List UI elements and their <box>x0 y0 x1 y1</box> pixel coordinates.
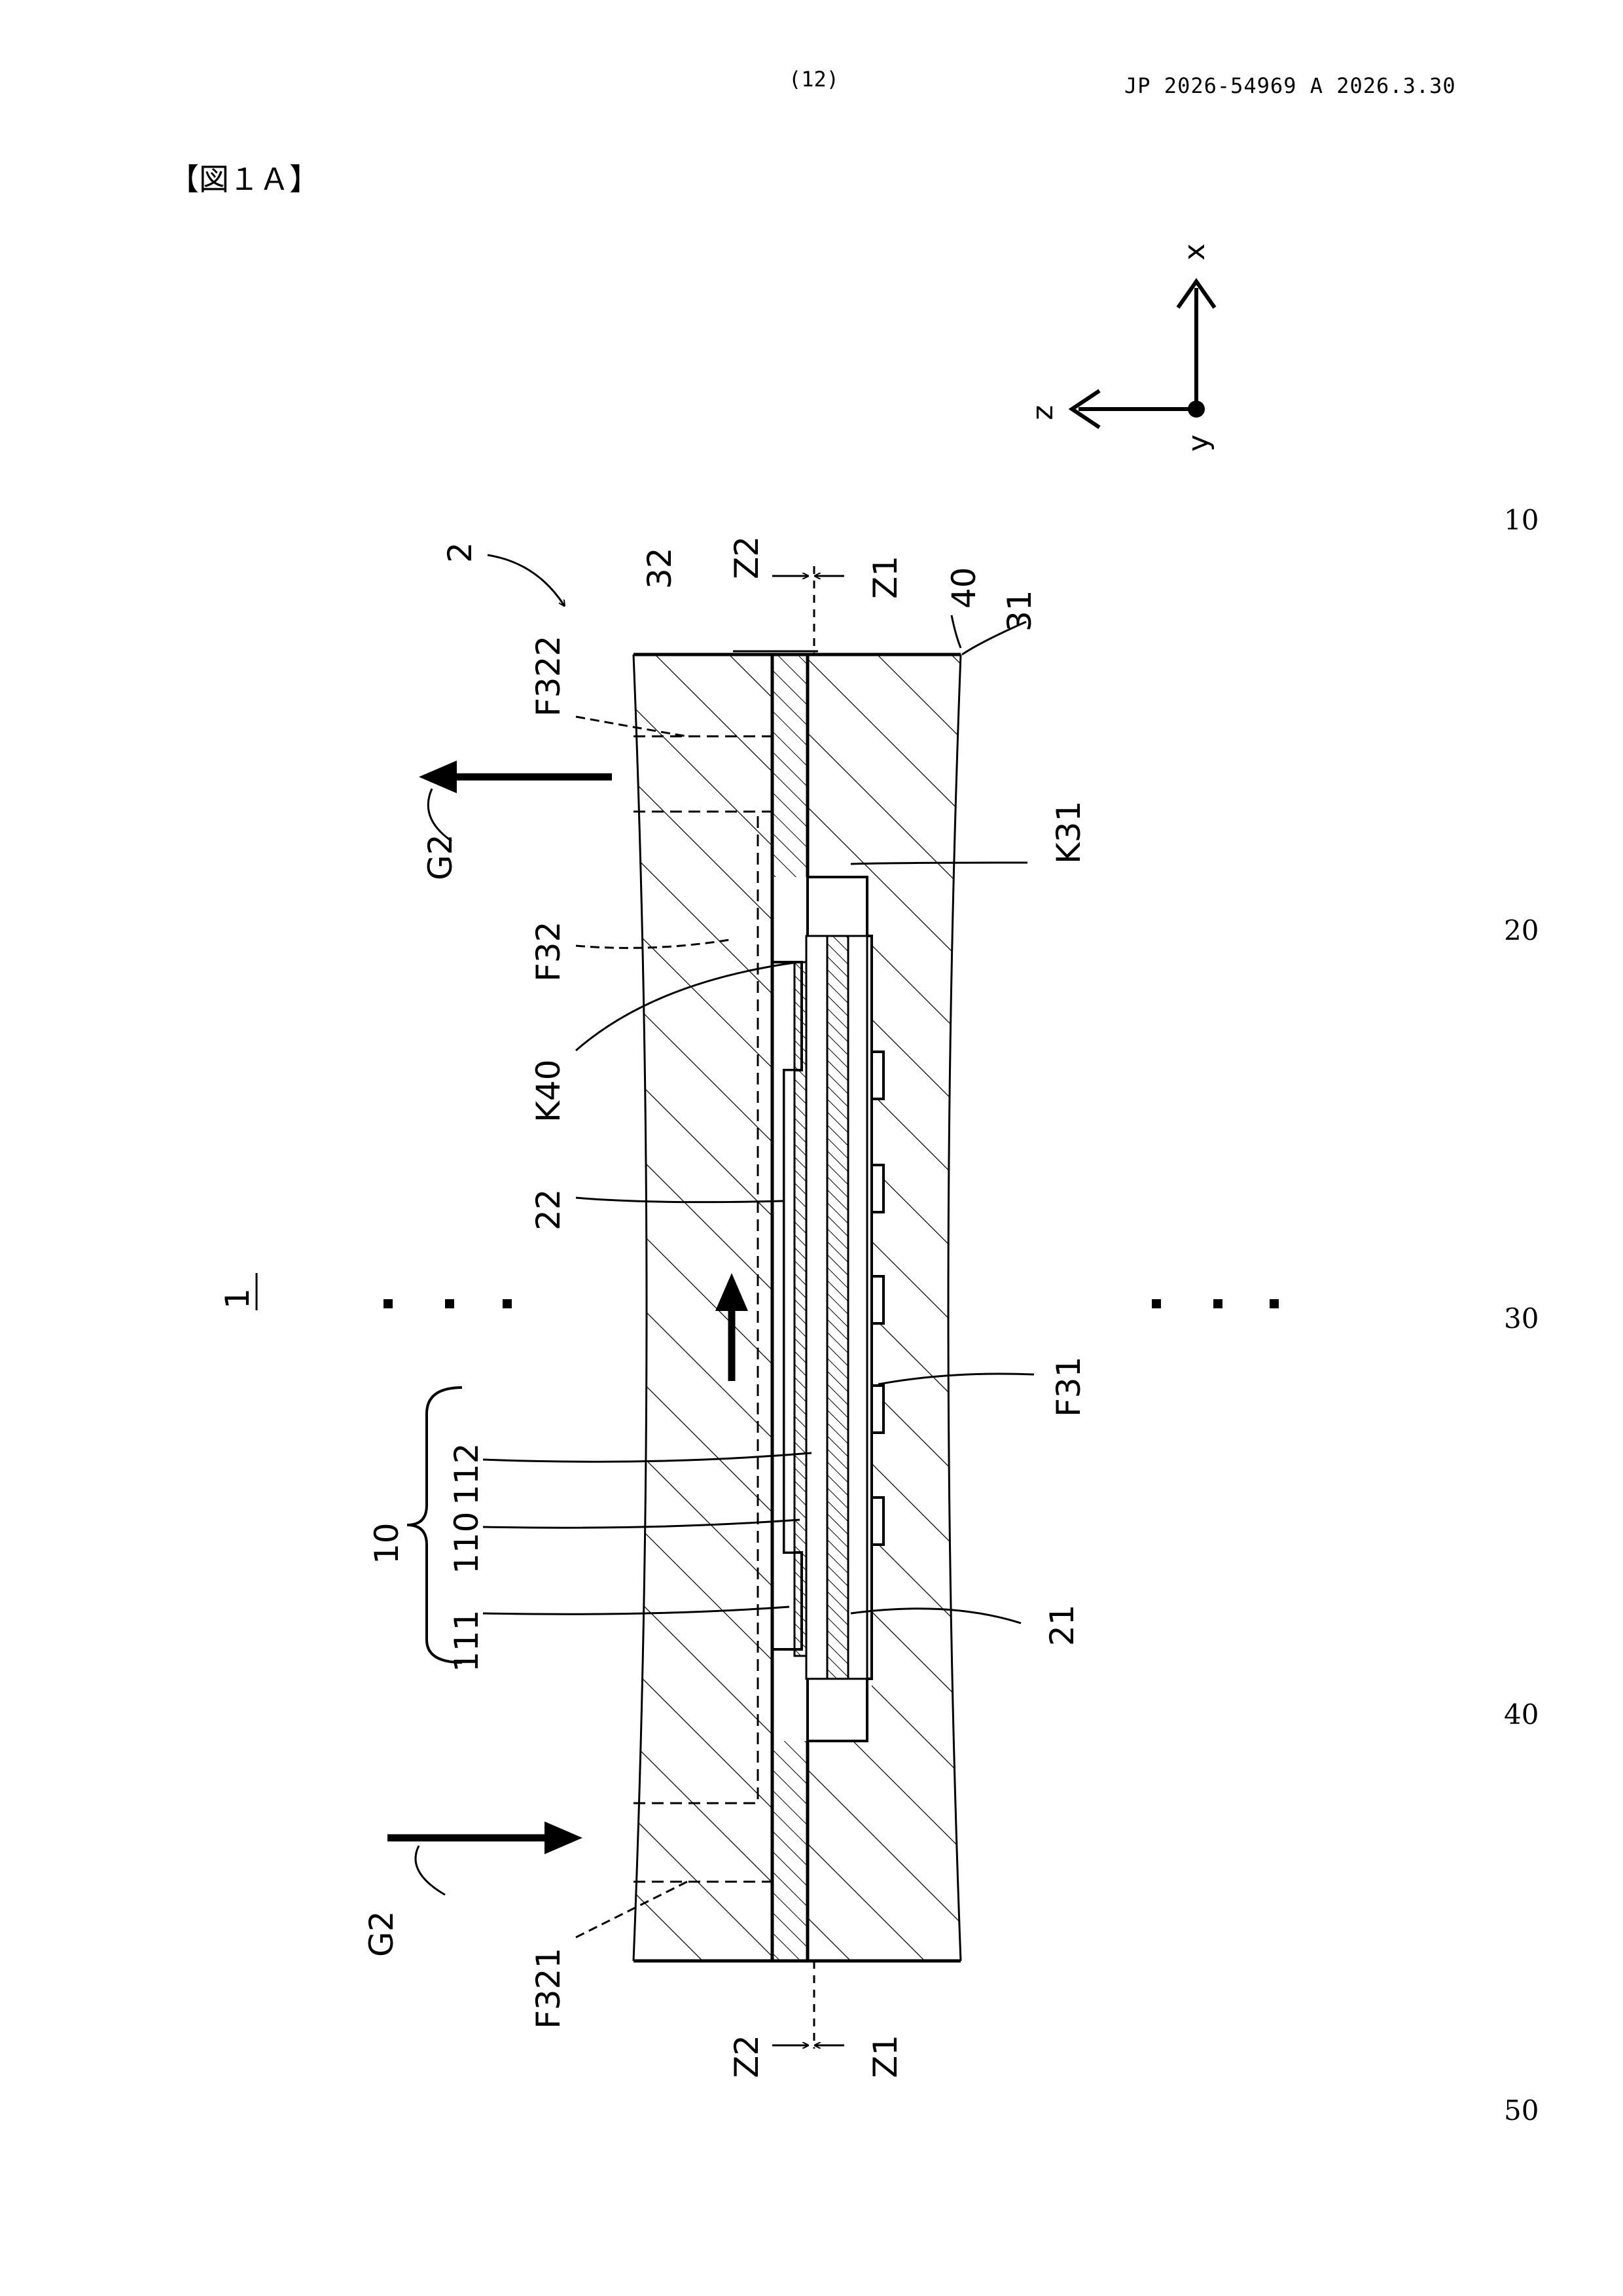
label-z2-top: Z2 <box>728 536 766 579</box>
axes-indicator <box>1072 281 1215 427</box>
label-part-32: 32 <box>641 547 679 589</box>
label-z1-bottom: Z1 <box>866 2035 904 2078</box>
label-part-40: 40 <box>945 567 983 609</box>
label-f322: F322 <box>529 636 567 717</box>
label-k31: K31 <box>1050 801 1088 864</box>
label-part-22: 22 <box>529 1189 567 1230</box>
label-part-111: 111 <box>448 1610 486 1672</box>
label-part-110: 110 <box>448 1512 486 1574</box>
label-f32: F32 <box>529 922 567 982</box>
label-g2-top: G2 <box>421 834 459 880</box>
layer-21 <box>827 936 848 1679</box>
label-g2-bottom: G2 <box>363 1910 401 1957</box>
label-part-112: 112 <box>448 1443 486 1505</box>
label-z1-top: Z1 <box>866 556 904 599</box>
layer-110 <box>794 962 806 1656</box>
label-device-2: 2 <box>441 542 479 563</box>
label-k40: K40 <box>529 1060 567 1122</box>
axis-label-x: x <box>1178 243 1211 260</box>
layer-112 <box>806 936 827 1679</box>
body-32 <box>633 655 772 1961</box>
axis-label-z: z <box>1026 405 1060 420</box>
label-z2-bottom: Z2 <box>728 2035 766 2078</box>
label-group-10: 10 <box>368 1522 406 1564</box>
label-f31: F31 <box>1050 1357 1088 1417</box>
label-part-21: 21 <box>1043 1604 1081 1646</box>
label-part-31: 31 <box>1001 590 1039 632</box>
layer-111 <box>784 1070 794 1552</box>
label-f321: F321 <box>529 1948 567 2029</box>
cross-section <box>633 655 961 1961</box>
label-assembly-1: 1 <box>219 1288 257 1309</box>
axis-label-y: y <box>1182 435 1215 452</box>
